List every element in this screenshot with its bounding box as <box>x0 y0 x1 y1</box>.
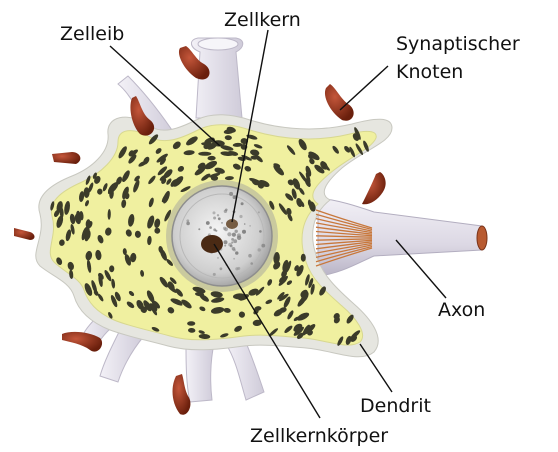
nucleus-dot <box>231 238 234 241</box>
nucleus-dot <box>224 210 227 213</box>
nucleus-dot <box>231 241 233 243</box>
nissl-granule <box>301 254 306 262</box>
nucleus-dot <box>249 225 251 227</box>
synaptic-knob <box>52 152 80 164</box>
nucleus-dot <box>258 248 261 251</box>
dendrite-bottom-b <box>186 344 214 402</box>
nucleolus <box>201 235 223 253</box>
nucleus-dot <box>206 221 210 225</box>
nucleus-dot <box>250 262 253 265</box>
nucleus-dot <box>233 249 236 252</box>
nucleus-dot <box>209 226 212 229</box>
nucleus-dot <box>221 222 223 224</box>
nucleus-dot <box>224 245 226 247</box>
nucleus-dot <box>215 230 217 232</box>
label-synaptischer-knoten-line1: Synaptischer <box>396 33 520 55</box>
nucleus-dot <box>237 267 240 270</box>
nucleus-dot <box>198 228 200 230</box>
nucleus-dot <box>217 257 219 259</box>
nucleus <box>166 180 278 292</box>
nucleus-dot <box>186 222 190 226</box>
nucleus-dot <box>241 202 244 205</box>
nucleus-dot <box>223 227 226 230</box>
nucleus-dot <box>213 211 216 214</box>
nucleus-dot <box>258 211 260 213</box>
synaptic-knob <box>14 228 35 240</box>
nucleus-dot <box>218 217 221 220</box>
nucleus-dot <box>244 223 246 225</box>
nucleus-dot <box>227 232 231 236</box>
nucleus-dot <box>242 230 246 234</box>
label-axon: Axon <box>438 299 485 321</box>
nucleus-dot <box>248 254 252 258</box>
label-dendrit: Dendrit <box>360 395 431 417</box>
nucleus-dot <box>224 240 228 244</box>
nissl-granule <box>198 152 211 156</box>
label-zellkern: Zellkern <box>224 9 301 31</box>
nucleus-dot <box>229 192 233 196</box>
nucleus-dot <box>213 217 216 220</box>
nucleus-dot <box>259 230 262 233</box>
nucleus-dot <box>239 215 242 218</box>
nucleus-dot <box>217 214 219 216</box>
nucleus-dot <box>233 258 235 260</box>
label-zellkernkoerper: Zellkernkörper <box>250 425 388 447</box>
label-zelleib: Zelleib <box>60 23 124 45</box>
nucleus-dot <box>261 244 265 248</box>
nucleus-dot <box>230 245 233 248</box>
nucleus-dot <box>235 230 238 233</box>
nucleus-dot <box>232 233 236 237</box>
nucleus-dot <box>235 251 238 254</box>
nucleus-dot <box>213 273 216 276</box>
synaptic-knob <box>362 172 386 204</box>
nucleus-dot <box>220 267 223 270</box>
nucleus-dot <box>237 236 241 240</box>
label-synaptischer-knoten-line2: Knoten <box>396 61 463 83</box>
